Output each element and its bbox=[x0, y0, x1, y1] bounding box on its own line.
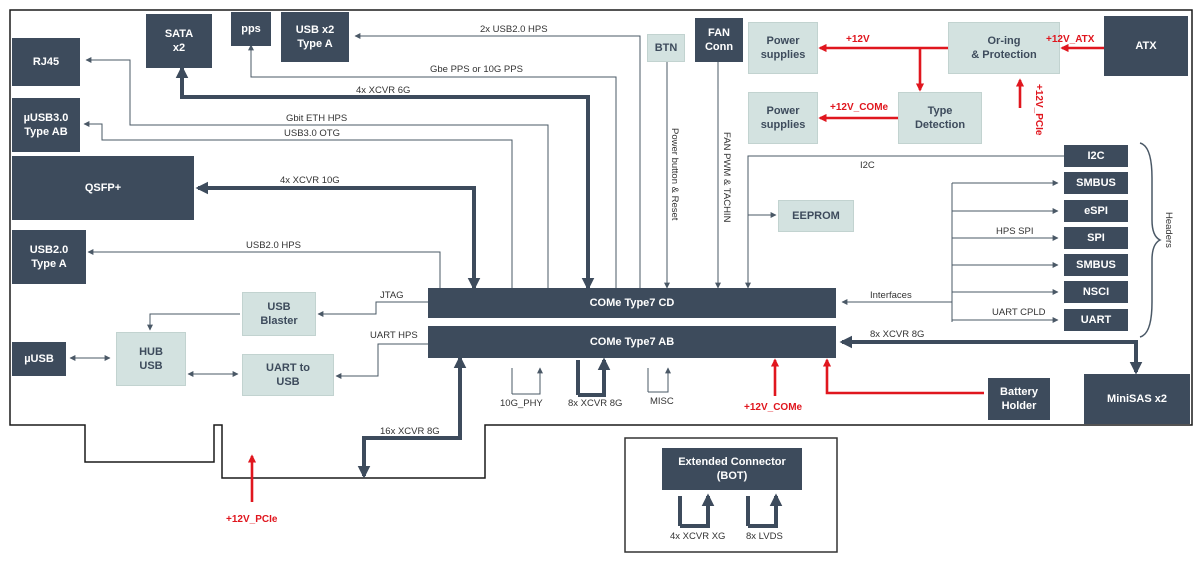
label-uart-hps: UART HPS bbox=[370, 330, 418, 341]
label-8x-lvds: 8x LVDS bbox=[746, 531, 783, 542]
label-4x-xcvr-xg: 4x XCVR XG bbox=[670, 531, 726, 542]
power-supplies-mid-box: Power supplies bbox=[748, 92, 818, 144]
header-nsci: NSCI bbox=[1064, 281, 1128, 303]
sata-box: SATA x2 bbox=[146, 14, 212, 68]
uart-to-usb-box: UART to USB bbox=[242, 354, 334, 396]
label-gbit-eth-hps: Gbit ETH HPS bbox=[286, 113, 348, 124]
board-outline bbox=[9, 9, 1193, 479]
rj45-box: RJ45 bbox=[12, 38, 80, 86]
label-12v: +12V bbox=[846, 34, 870, 45]
label-12v-atx: +12V_ATX bbox=[1046, 34, 1095, 45]
label-uart-cpld: UART CPLD bbox=[992, 307, 1046, 318]
label-16x-xcvr-8g: 16x XCVR 8G bbox=[380, 426, 440, 437]
hub-usb-box: HUB USB bbox=[116, 332, 186, 386]
label-12v-come-bottom: +12V_COMe bbox=[744, 402, 803, 413]
label-8x-xcvr-8g-bottom: 8x XCVR 8G bbox=[568, 398, 623, 409]
label-jtag: JTAG bbox=[380, 290, 404, 301]
label-gbe-pps: Gbe PPS or 10G PPS bbox=[430, 64, 523, 75]
eeprom-box: EEPROM bbox=[778, 200, 854, 232]
label-headers: Headers bbox=[1163, 212, 1174, 248]
usb30-typeab-box: µUSB3.0 Type AB bbox=[12, 98, 80, 152]
header-smbus-1: SMBUS bbox=[1064, 172, 1128, 194]
label-usb20-hps: USB2.0 HPS bbox=[246, 240, 301, 251]
header-smbus-2: SMBUS bbox=[1064, 254, 1128, 276]
fan-conn-box: FAN Conn bbox=[695, 18, 743, 62]
ext-connector-frame bbox=[624, 437, 838, 553]
header-uart: UART bbox=[1064, 309, 1128, 331]
thick-buses bbox=[175, 65, 1143, 528]
label-hps-spi: HPS SPI bbox=[996, 226, 1034, 237]
label-misc: MISC bbox=[650, 396, 674, 407]
musb-box: µUSB bbox=[12, 342, 66, 376]
header-espi: eSPI bbox=[1064, 200, 1128, 222]
qsfp-box: QSFP+ bbox=[12, 156, 194, 220]
label-power-button-reset: Power button & Reset bbox=[669, 128, 680, 221]
come-type7-cd-box: COMe Type7 CD bbox=[428, 288, 836, 318]
pps-box: pps bbox=[231, 12, 271, 46]
label-fan-pwm-tachin: FAN PWM & TACHIN bbox=[721, 132, 732, 223]
label-4x-xcvr-10g: 4x XCVR 10G bbox=[280, 175, 340, 186]
label-i2c: I2C bbox=[860, 160, 875, 171]
btn-box: BTN bbox=[647, 34, 685, 62]
usb-typea-x2-box: USB x2 Type A bbox=[281, 12, 349, 62]
power-lines bbox=[247, 43, 1104, 502]
label-interfaces: Interfaces bbox=[870, 290, 912, 301]
headers-brace bbox=[1139, 142, 1162, 338]
label-12v-pcie-vertical: +12V_PCIe bbox=[1033, 84, 1044, 136]
usb20-typea-box: USB2.0 Type A bbox=[12, 230, 86, 284]
label-10g-phy: 10G_PHY bbox=[500, 398, 543, 409]
type-detection-box: Type Detection bbox=[898, 92, 982, 144]
label-12v-come-top: +12V_COMe bbox=[830, 102, 889, 113]
atx-box: ATX bbox=[1104, 16, 1188, 76]
label-8x-xcvr-8g-minisas: 8x XCVR 8G bbox=[870, 329, 925, 340]
usb-blaster-box: USB Blaster bbox=[242, 292, 316, 336]
label-12v-pcie-bottom: +12V_PCIe bbox=[226, 514, 278, 525]
power-supplies-top-box: Power supplies bbox=[748, 22, 818, 74]
extended-connector-box: Extended Connector (BOT) bbox=[662, 448, 802, 490]
header-i2c: I2C bbox=[1064, 145, 1128, 167]
oring-protection-box: Or-ing & Protection bbox=[948, 22, 1060, 74]
come-type7-ab-box: COMe Type7 AB bbox=[428, 326, 836, 358]
label-4x-xcvr-6g: 4x XCVR 6G bbox=[356, 85, 411, 96]
battery-holder-box: Battery Holder bbox=[988, 378, 1050, 420]
label-usb30-otg: USB3.0 OTG bbox=[284, 128, 340, 139]
header-spi: SPI bbox=[1064, 227, 1128, 249]
minisas-x2-box: MiniSAS x2 bbox=[1084, 374, 1190, 424]
label-2x-usb20-hps: 2x USB2.0 HPS bbox=[480, 24, 548, 35]
